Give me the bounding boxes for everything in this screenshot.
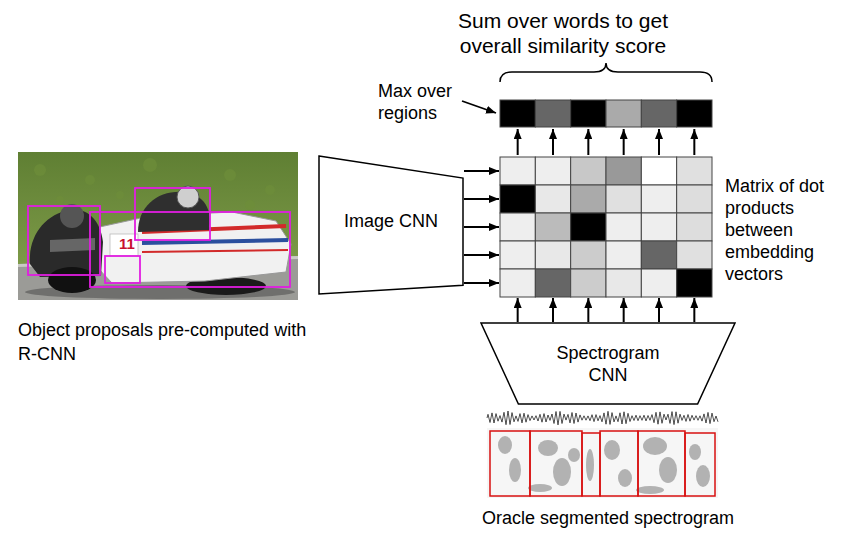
max-cell	[677, 100, 712, 127]
matrix-cell	[571, 213, 606, 241]
max-row	[500, 100, 712, 127]
matrix-cell	[500, 241, 535, 269]
matrix-cell	[571, 269, 606, 297]
spectrogram-cnn-shape	[480, 322, 736, 405]
matrix-cell	[535, 241, 570, 269]
embedding-arrow	[464, 170, 499, 172]
embedding-arrow	[464, 282, 499, 284]
sum-bracket	[500, 63, 712, 82]
max-arrow	[517, 129, 519, 155]
spectrogram-blob	[553, 458, 571, 486]
embedding-arrow	[517, 298, 519, 322]
dot-product-matrix-shape	[500, 157, 712, 297]
motorcycle-photo	[18, 152, 298, 300]
max-cell	[500, 100, 535, 127]
matrix-cell	[500, 157, 535, 185]
matrix-cell	[571, 241, 606, 269]
matrix-cell	[606, 241, 641, 269]
embedding-arrow	[658, 298, 660, 322]
matrix-cell	[641, 241, 676, 269]
max-cell	[571, 100, 606, 127]
matrix-cell	[606, 269, 641, 297]
spectrogram-blob	[643, 437, 667, 455]
matrix-cell	[535, 185, 570, 213]
race-number: 11	[112, 235, 142, 253]
max-cell	[535, 100, 570, 127]
max-arrow	[693, 129, 695, 155]
matrix-cell	[677, 213, 712, 241]
matrix-cell	[677, 157, 712, 185]
max-cell	[606, 100, 641, 127]
spectrogram-blob	[509, 458, 521, 482]
dot-product-matrix: Matrix of dot products between embedding…	[500, 157, 712, 297]
embedding-arrow	[587, 298, 589, 322]
callout-arrow	[462, 101, 496, 113]
spectrogram-blob	[586, 449, 594, 481]
spectrogram-caption: Oracle segmented spectrogram	[468, 507, 748, 529]
matrix-cell	[500, 269, 535, 297]
spectrogram-blob	[659, 457, 677, 483]
matrix-cell	[535, 269, 570, 297]
node-label: Spectrogram CNN	[543, 342, 673, 386]
spectrogram-blob	[618, 469, 632, 487]
matrix-cell	[500, 213, 535, 241]
matrix-cell	[500, 185, 535, 213]
matrix-cell	[535, 157, 570, 185]
max-arrows	[518, 129, 695, 155]
spectrogram-blob	[696, 465, 710, 487]
matrix-cell	[641, 269, 676, 297]
bracket-label: Sum over words to get overall similarity…	[432, 8, 694, 58]
photo-caption: Object proposals pre-computed with R-CNN	[18, 318, 308, 366]
spectrogram-blob	[538, 440, 558, 456]
spectrogram-blob	[604, 440, 620, 460]
node-label: Image CNN	[326, 210, 456, 232]
matrix-cell	[535, 213, 570, 241]
spectrogram-blob	[528, 484, 552, 492]
spectrogram-blob	[636, 486, 664, 494]
matrix-cell	[571, 157, 606, 185]
embedding-arrow	[552, 298, 554, 322]
matrix-cell	[641, 213, 676, 241]
max-arrow	[658, 129, 660, 155]
spectrogram-cnn: Spectrogram CNN	[480, 322, 736, 405]
max-cell	[641, 100, 676, 127]
matrix-cell	[641, 157, 676, 185]
spectrogram-blob	[498, 436, 512, 454]
embedding-arrow	[623, 298, 625, 322]
spectrogram-image	[487, 411, 718, 498]
embedding-arrow	[464, 198, 499, 200]
max-arrow	[587, 129, 589, 155]
max-arrow	[552, 129, 554, 155]
max-arrow	[623, 129, 625, 155]
matrix-cell	[606, 157, 641, 185]
object-proposal-boxes	[28, 188, 290, 287]
embedding-arrow	[693, 298, 695, 322]
spectrogram-blob	[568, 448, 580, 462]
matrix-cell	[641, 185, 676, 213]
matrix-cell	[677, 185, 712, 213]
matrix-cell	[677, 241, 712, 269]
callout-label: Max over regions	[378, 80, 470, 124]
matrix-label: Matrix of dot products between embedding…	[725, 175, 843, 285]
matrix-cell	[606, 213, 641, 241]
matrix-cell	[677, 269, 712, 297]
matrix-cell	[606, 185, 641, 213]
embedding-arrow	[464, 254, 499, 256]
matrix-cell	[571, 185, 606, 213]
embedding-arrow	[464, 226, 499, 228]
image-cnn: Image CNN	[318, 155, 464, 295]
spectrogram-blob	[689, 444, 701, 460]
